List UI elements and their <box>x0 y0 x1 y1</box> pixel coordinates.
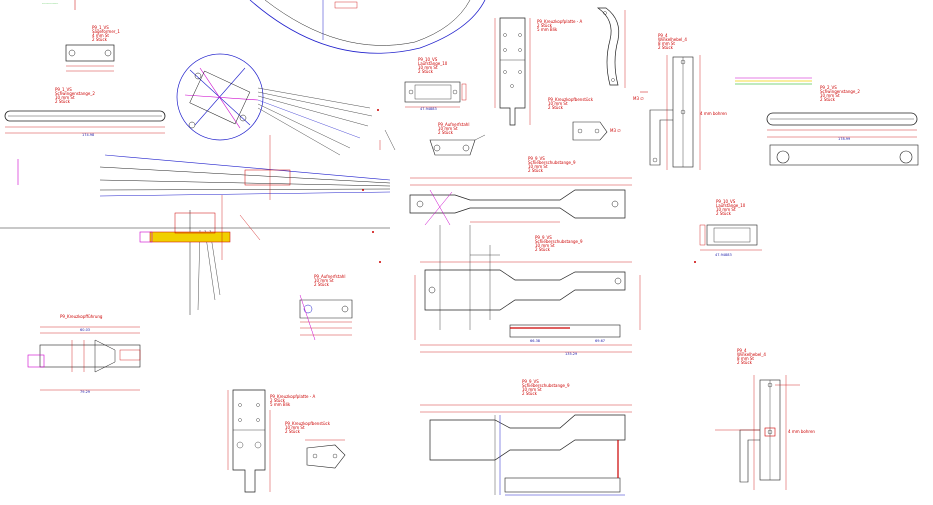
svg-text:2 Stück: 2 Stück <box>522 391 538 396</box>
svg-text:M3 ∅: M3 ∅ <box>610 128 621 133</box>
svg-text:Winkelhebel_4: Winkelhebel_4 <box>658 37 687 42</box>
svg-text:2 Stück: 2 Stück <box>535 247 551 252</box>
svg-text:2 Stück: 2 Stück <box>314 282 330 287</box>
svg-text:P9_Kreuzkopfplatte - A: P9_Kreuzkopfplatte - A <box>270 394 315 399</box>
svg-text:4 mm bohren: 4 mm bohren <box>788 429 815 434</box>
svg-text:P9_Aufnerfstahl: P9_Aufnerfstahl <box>438 122 469 127</box>
svg-text:2 Stück: 2 Stück <box>438 130 454 135</box>
part-schieberschubstange-bottom[interactable]: P9_9_VS Schieberschubstange_9 10 mm St 2… <box>420 379 632 496</box>
part-laufstange-right[interactable]: P9_10_VS Laufstange_10 10 mm St 2 Stück … <box>699 199 762 257</box>
part-kreuzkopfbenstueck-bottom[interactable]: P9_Kreuzkopfbenstück 10 mm St 2 Stück <box>285 421 346 469</box>
svg-text:Laufstange_10: Laufstange_10 <box>716 203 746 208</box>
svg-text:10 mm St: 10 mm St <box>820 93 840 98</box>
part-kreuzkopfplatte-bottom[interactable]: P9_Kreuzkopfplatte - A 2 Stück 5 mm Blik <box>227 389 315 493</box>
svg-text:10 mm St: 10 mm St <box>548 101 568 106</box>
svg-text:P9_Kreuzkopfführung: P9_Kreuzkopfführung <box>60 314 103 319</box>
part-saegeformer[interactable]: P9_1_VS Sägeformer_1 4 mm St 2 Stück <box>65 25 120 72</box>
mechanism-circle[interactable] <box>176 53 373 156</box>
svg-text:2 Stück: 2 Stück <box>658 45 674 50</box>
svg-text:2 Stück: 2 Stück <box>92 37 108 42</box>
dim-box-top <box>334 1 358 9</box>
svg-text:Schieberschubstange_9: Schieberschubstange_9 <box>522 383 570 388</box>
svg-text:P9_4: P9_4 <box>658 33 668 38</box>
svg-text:135.29: 135.29 <box>565 352 577 356</box>
svg-text:8 mm St: 8 mm St <box>658 41 675 46</box>
svg-text:5 mm Blik: 5 mm Blik <box>537 27 558 32</box>
svg-text:Schieberschubstange_9: Schieberschubstange_9 <box>528 160 576 165</box>
svg-text:Laufstange_10: Laufstange_10 <box>418 61 448 66</box>
svg-text:10 mm St: 10 mm St <box>535 243 555 248</box>
svg-text:2 Stück: 2 Stück <box>55 99 71 104</box>
svg-text:8 mm St: 8 mm St <box>737 356 754 361</box>
svg-text:2 Stück: 2 Stück <box>285 429 301 434</box>
part-curved-guide[interactable] <box>596 7 626 88</box>
svg-text:174.98: 174.98 <box>82 133 94 137</box>
svg-text:69.67: 69.67 <box>595 339 605 343</box>
color-markers <box>735 77 812 85</box>
part-schieberschubstange-lower[interactable]: P9_9_VS Schieberschubstange_9 10 mm St 2… <box>420 225 632 356</box>
svg-text:79.29: 79.29 <box>80 390 90 394</box>
svg-text:P9_9_VS: P9_9_VS <box>528 156 545 161</box>
svg-text:P9_1_VS: P9_1_VS <box>92 25 109 30</box>
part-winkelhebel-top[interactable]: P9_4 Winkelhebel_4 8 mm St 2 Stück 4 mm … <box>633 33 727 170</box>
green-note: ‐‐‐‐‐‐‐‐‐‐‐‐‐‐‐ <box>42 1 58 5</box>
svg-text:10 mm St: 10 mm St <box>314 278 334 283</box>
svg-text:P9_2_VS: P9_2_VS <box>820 85 837 90</box>
svg-text:10 mm St: 10 mm St <box>438 126 458 131</box>
svg-text:2 Stück: 2 Stück <box>716 211 732 216</box>
part-aufnerfstahl-top[interactable]: P9_Aufnerfstahl 10 mm St 2 Stück <box>429 122 486 156</box>
svg-text:10 mm St: 10 mm St <box>285 425 305 430</box>
svg-text:P9_10_VS: P9_10_VS <box>716 199 736 204</box>
part-kreuzkopfplatte-top[interactable]: P9_Kreuzkopfplatte - A 2 Stück 5 mm Blik <box>494 17 582 126</box>
svg-text:10 mm St: 10 mm St <box>528 164 548 169</box>
svg-text:Schwingenstange_2: Schwingenstange_2 <box>55 91 95 96</box>
part-aufnerfstahl-lower[interactable]: P9_Aufnerfstahl 10 mm St 2 Stück <box>299 274 353 341</box>
svg-text:P9_9_VS: P9_9_VS <box>522 379 539 384</box>
svg-text:47.94883: 47.94883 <box>715 253 732 257</box>
large-construction-arc <box>249 0 486 54</box>
svg-text:P9_Kreuzkopfbenstück: P9_Kreuzkopfbenstück <box>548 97 594 102</box>
svg-text:178.99: 178.99 <box>838 137 850 141</box>
part-schwingenstange-right[interactable]: P9_2_VS Schwingenstange_2 10 mm St 2 Stü… <box>766 85 919 166</box>
svg-text:P9_Kreuzkopfbenstück: P9_Kreuzkopfbenstück <box>285 421 331 426</box>
large-construction-arc-2 <box>264 0 471 46</box>
svg-text:M3 ∅: M3 ∅ <box>633 96 644 101</box>
svg-text:Schieberschubstange_9: Schieberschubstange_9 <box>535 239 583 244</box>
svg-text:10 mm St: 10 mm St <box>418 65 438 70</box>
svg-text:P9_Kreuzkopfplatte - A: P9_Kreuzkopfplatte - A <box>537 19 582 24</box>
part-kreuzkopfbenstueck-top[interactable]: P9_Kreuzkopfbenstück 10 mm St 2 Stück M3… <box>548 97 621 141</box>
svg-text:2 Stück: 2 Stück <box>528 168 544 173</box>
svg-text:2 Stück: 2 Stück <box>270 398 286 403</box>
svg-text:P9_Aufnerfstahl: P9_Aufnerfstahl <box>314 274 345 279</box>
svg-text:66.38: 66.38 <box>530 339 540 343</box>
svg-text:2 Stück: 2 Stück <box>548 105 564 110</box>
part-laufstange-top[interactable]: P9_10_VS Laufstange_10 10 mm St 2 Stück … <box>404 57 467 111</box>
svg-text:P9_9_VS: P9_9_VS <box>535 235 552 240</box>
part-schieberschubstange-mid[interactable]: P9_9_VS Schieberschubstange_9 10 mm St 2… <box>409 156 632 226</box>
svg-text:47.94883: 47.94883 <box>420 107 437 111</box>
svg-text:P9_1_VS: P9_1_VS <box>55 87 72 92</box>
part-schwingenstange-left[interactable]: P9_1_VS Schwingenstange_2 10 mm St 2 Stü… <box>4 87 166 137</box>
svg-text:Schwingenstange_2: Schwingenstange_2 <box>820 89 860 94</box>
svg-text:4 mm St: 4 mm St <box>92 33 109 38</box>
svg-text:P9_10_VS: P9_10_VS <box>418 57 438 62</box>
svg-text:4 mm bohren: 4 mm bohren <box>700 111 727 116</box>
svg-text:Winkelhebel_4: Winkelhebel_4 <box>737 352 766 357</box>
svg-text:2 Stück: 2 Stück <box>820 97 836 102</box>
linkage-assembly[interactable] <box>0 135 391 315</box>
svg-text:2 Stück: 2 Stück <box>737 360 753 365</box>
svg-text:10 mm St: 10 mm St <box>55 95 75 100</box>
svg-text:P9_4: P9_4 <box>737 348 747 353</box>
part-kreuzkopffuehrung[interactable]: P9_Kreuzkopfführung 60.03 79.29 <box>27 314 141 394</box>
svg-text:Sägeformer_1: Sägeformer_1 <box>92 29 120 34</box>
svg-text:10 mm St: 10 mm St <box>716 207 736 212</box>
construction-lines <box>362 109 696 340</box>
svg-text:2 Stück: 2 Stück <box>537 23 553 28</box>
svg-text:10 mm St: 10 mm St <box>522 387 542 392</box>
svg-text:60.03: 60.03 <box>80 328 90 332</box>
part-winkelhebel-bottom[interactable]: P9_4 Winkelhebel_4 8 mm St 2 Stück 4 mm … <box>715 348 815 490</box>
svg-text:2 Stück: 2 Stück <box>418 69 434 74</box>
svg-text:5 mm Blik: 5 mm Blik <box>270 402 291 407</box>
